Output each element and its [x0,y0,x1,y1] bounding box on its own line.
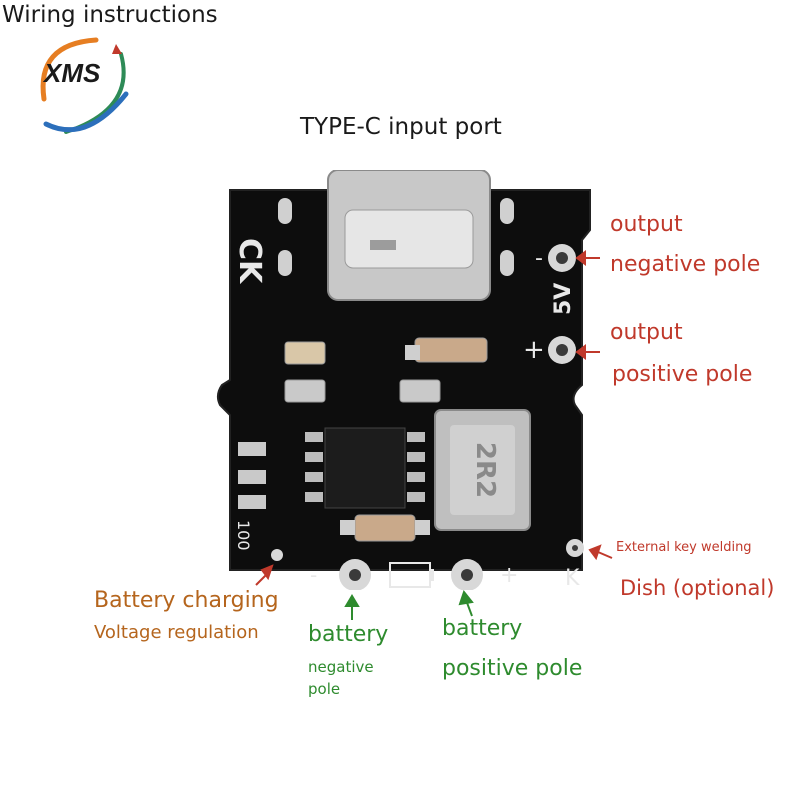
xms-logo: XMS [40,37,129,134]
label-battery-negative-2: negative [308,658,374,676]
silk-5v: 5V [551,283,576,315]
inductor-marking: 2R2 [470,442,500,498]
label-battery-positive-2: positive pole [442,656,583,681]
silk-100: 100 [234,520,253,551]
label-battery-negative-1: battery [308,622,389,647]
page-title: Wiring instructions [2,2,218,28]
silk-minus-bottom: - [310,563,317,587]
label-voltage-regulation: Voltage regulation [94,622,259,643]
label-battery-positive-1: battery [442,616,523,641]
label-battery-charging: Battery charging [94,588,279,613]
silk-plus-bottom: + [500,563,518,588]
label-external-key: External key welding [616,540,752,555]
pcb-board: CK 5V - + 2R2 100 - + K [216,170,591,590]
label-output-positive-2: positive pole [612,362,753,387]
label-output-negative-2: negative pole [610,252,761,277]
ic-chip [324,427,406,509]
silk-k: K [565,566,580,590]
logo-text: XMS [42,58,101,88]
label-output-positive-1: output [610,320,683,345]
label-output-negative-1: output [610,212,683,237]
silk-ck: CK [232,238,267,285]
silk-minus-top: - [535,246,543,271]
silk-plus-top: + [523,335,545,365]
label-battery-negative-3: pole [308,680,341,698]
typec-label: TYPE-C input port [300,114,502,140]
label-dish: Dish (optional) [620,576,775,600]
